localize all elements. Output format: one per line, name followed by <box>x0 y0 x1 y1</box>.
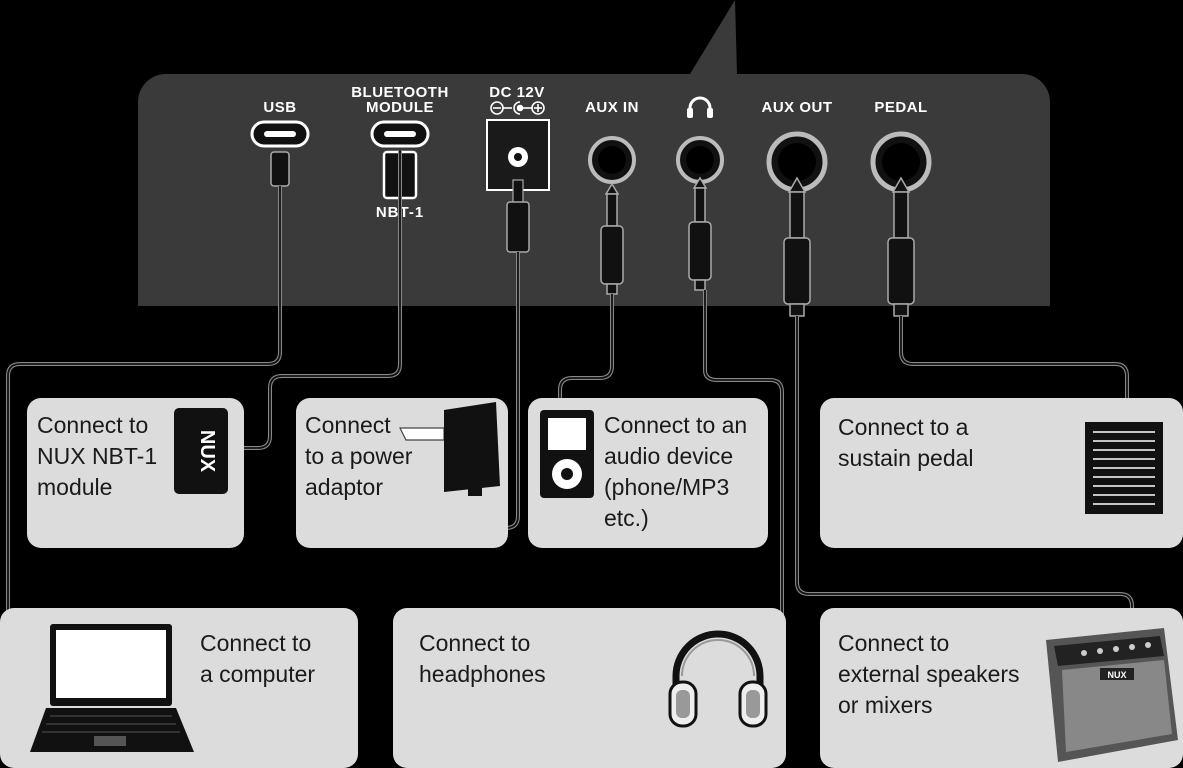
amp-logo: NUX <box>1107 670 1126 680</box>
usb-plug <box>270 151 290 187</box>
panel-pointer <box>690 0 737 74</box>
aux-in-label: AUX IN <box>585 99 639 116</box>
box-headphones: Connect to headphones <box>393 608 786 768</box>
box-pedal-text: Connect to a sustain pedal <box>838 414 975 471</box>
box-power: Connect to a power adaptor <box>296 398 508 548</box>
aux-out-plug <box>783 176 811 317</box>
box-power-text: Connect to a power adaptor <box>305 412 419 500</box>
mp3-player-icon <box>540 410 594 498</box>
headphone-plug <box>688 176 712 291</box>
box-nbt1: Connect to NUX NBT-1 module NUX <box>27 398 244 548</box>
box-nbt1-text: Connect to NUX NBT-1 module <box>37 412 164 500</box>
laptop-icon <box>30 624 194 752</box>
pedal-label: PEDAL <box>874 99 927 116</box>
box-headphones-text: Connect to headphones <box>419 630 546 687</box>
box-speakers-text: Connect to external speakers or mixers <box>838 630 1026 718</box>
nbt1-module-icon: NUX <box>174 408 228 494</box>
bluetooth-label-line2: MODULE <box>366 99 434 116</box>
sustain-pedal-icon <box>1085 422 1163 514</box>
box-pedal: Connect to a sustain pedal <box>820 398 1183 548</box>
usb-label: USB <box>263 99 296 116</box>
dc-label: DC 12V <box>489 84 545 101</box>
bluetooth-label-line1: BLUETOOTH <box>351 84 449 101</box>
box-computer-text: Connect to a computer <box>200 630 318 687</box>
box-audio: Connect to an audio device (phone/MP3 et… <box>528 398 768 548</box>
box-audio-text: Connect to an audio device (phone/MP3 et… <box>604 412 754 531</box>
rear-panel: USB BLUETOOTH MODULE DC 12V AUX IN AUX O… <box>138 0 1050 317</box>
box-speakers: Connect to external speakers or mixers N… <box>820 608 1183 768</box>
nux-logo: NUX <box>196 430 218 473</box>
dc-polarity-icon <box>490 101 545 115</box>
box-computer: Connect to a computer <box>0 608 358 768</box>
pedal-plug <box>887 176 915 317</box>
power-adaptor-icon <box>399 402 500 496</box>
amplifier-icon: NUX <box>1046 628 1178 762</box>
aux-in-plug <box>600 182 624 295</box>
dc-plug <box>506 201 530 253</box>
aux-out-label: AUX OUT <box>762 99 833 116</box>
headphone-port-icon <box>687 96 713 118</box>
headphones-icon <box>668 630 768 728</box>
